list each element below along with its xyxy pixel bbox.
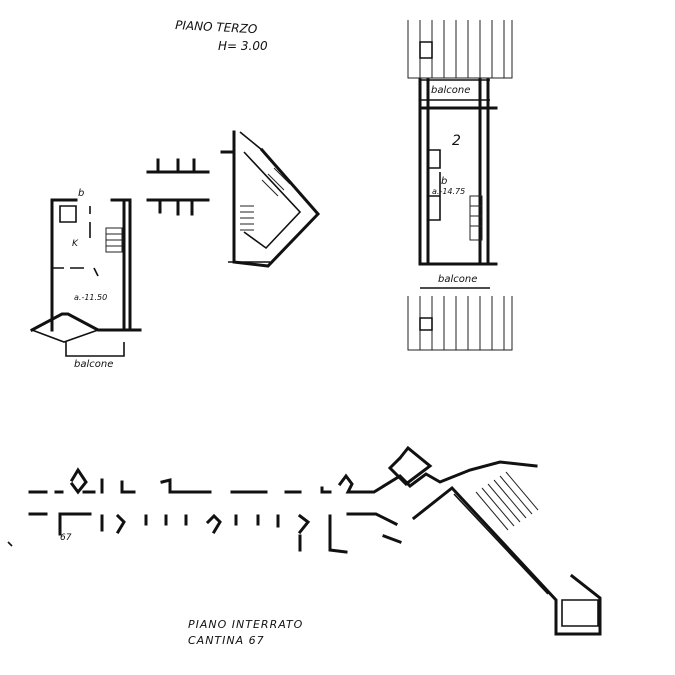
basement-cellar-number-label: 67	[60, 533, 72, 543]
basement-plan	[7, 445, 602, 636]
ceiling-height-label: H= 3.00	[218, 39, 268, 53]
upper-stairwell-plan	[220, 130, 321, 268]
right-unit-number-label: 2	[452, 133, 461, 149]
left-unit-balcony-label: balcone	[74, 359, 113, 370]
right-unit-plan	[407, 20, 513, 351]
left-unit-plan	[29, 198, 142, 357]
basement-floor-heading: PIANO INTERRATO	[188, 618, 303, 631]
left-unit-room-k-label: K	[72, 239, 79, 249]
left-unit-room-b-label: b	[78, 188, 84, 199]
left-unit-area-label: a.-11.50	[74, 293, 107, 302]
right-unit-balcony-bottom-label: balcone	[438, 274, 477, 285]
cellar-heading: CANTINA 67	[188, 634, 265, 647]
upper-floor-heading: PIANO TERZO	[175, 18, 258, 36]
right-unit-room-b-label: b	[441, 176, 447, 187]
right-unit-area-label: a.-14.75	[432, 187, 465, 196]
middle-corridor-plan	[146, 158, 210, 216]
right-unit-balcony-top-label: balcone	[431, 85, 470, 96]
